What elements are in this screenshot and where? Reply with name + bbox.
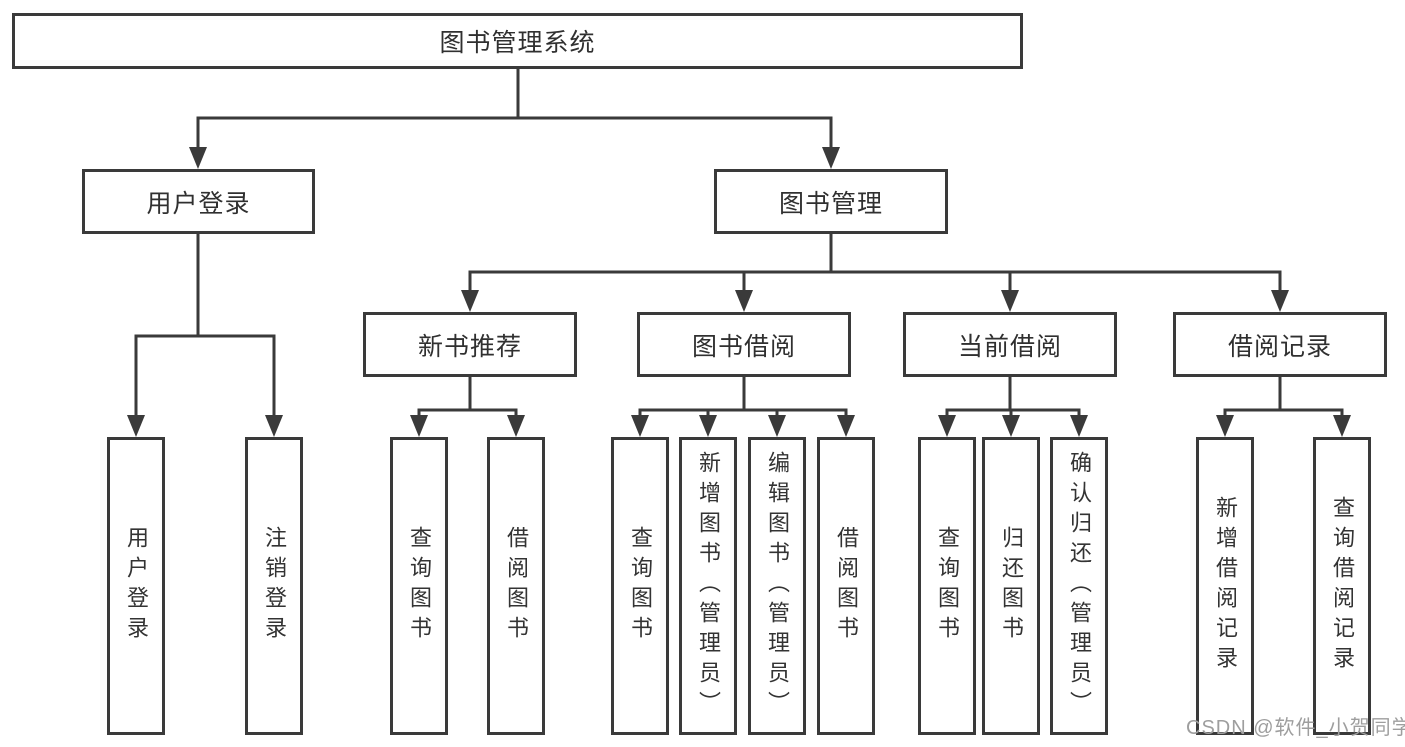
node-book-borrowing: 图书借阅 bbox=[637, 312, 851, 377]
leaf-query-book-borrowing: 查询图书 bbox=[611, 437, 669, 735]
node-new-book-recommendation: 新书推荐 bbox=[363, 312, 577, 377]
leaf-add-borrow-record: 新增借阅记录 bbox=[1196, 437, 1254, 735]
leaf-add-borrow-record-label: 新增借阅记录 bbox=[1213, 496, 1238, 676]
leaf-borrow-book-borrowing-label: 借阅图书 bbox=[834, 526, 859, 646]
leaf-logout-label: 注销登录 bbox=[262, 526, 287, 646]
leaf-query-borrow-record: 查询借阅记录 bbox=[1313, 437, 1371, 735]
leaf-edit-book-admin: 编辑图书（管理员） bbox=[748, 437, 806, 735]
leaf-borrow-book-borrowing: 借阅图书 bbox=[817, 437, 875, 735]
leaf-add-book-admin-label: 新增图书（管理员） bbox=[696, 451, 721, 721]
leaf-borrow-book-recommend-label: 借阅图书 bbox=[504, 526, 529, 646]
leaf-add-book-admin: 新增图书（管理员） bbox=[679, 437, 737, 735]
leaf-borrow-book-recommend: 借阅图书 bbox=[487, 437, 545, 735]
leaf-edit-book-admin-label: 编辑图书（管理员） bbox=[765, 451, 790, 721]
leaf-return-book-label: 归还图书 bbox=[999, 526, 1024, 646]
node-user-login: 用户登录 bbox=[82, 169, 315, 234]
leaf-query-book-recommend-label: 查询图书 bbox=[407, 526, 432, 646]
node-current-borrowing: 当前借阅 bbox=[903, 312, 1117, 377]
leaf-user-login-label: 用户登录 bbox=[124, 526, 149, 646]
leaf-confirm-return-admin: 确认归还（管理员） bbox=[1050, 437, 1108, 735]
node-borrowing-records: 借阅记录 bbox=[1173, 312, 1387, 377]
leaf-query-book-current: 查询图书 bbox=[918, 437, 976, 735]
csdn-watermark: CSDN @软件_小贺同学 bbox=[1186, 717, 1405, 739]
node-library-system: 图书管理系统 bbox=[12, 13, 1023, 69]
leaf-confirm-return-admin-label: 确认归还（管理员） bbox=[1067, 451, 1092, 721]
leaf-user-login: 用户登录 bbox=[107, 437, 165, 735]
leaf-logout: 注销登录 bbox=[245, 437, 303, 735]
leaf-query-book-borrowing-label: 查询图书 bbox=[628, 526, 653, 646]
leaf-query-book-recommend: 查询图书 bbox=[390, 437, 448, 735]
node-book-management: 图书管理 bbox=[714, 169, 948, 234]
leaf-query-book-current-label: 查询图书 bbox=[935, 526, 960, 646]
leaf-return-book: 归还图书 bbox=[982, 437, 1040, 735]
leaf-query-borrow-record-label: 查询借阅记录 bbox=[1330, 496, 1355, 676]
